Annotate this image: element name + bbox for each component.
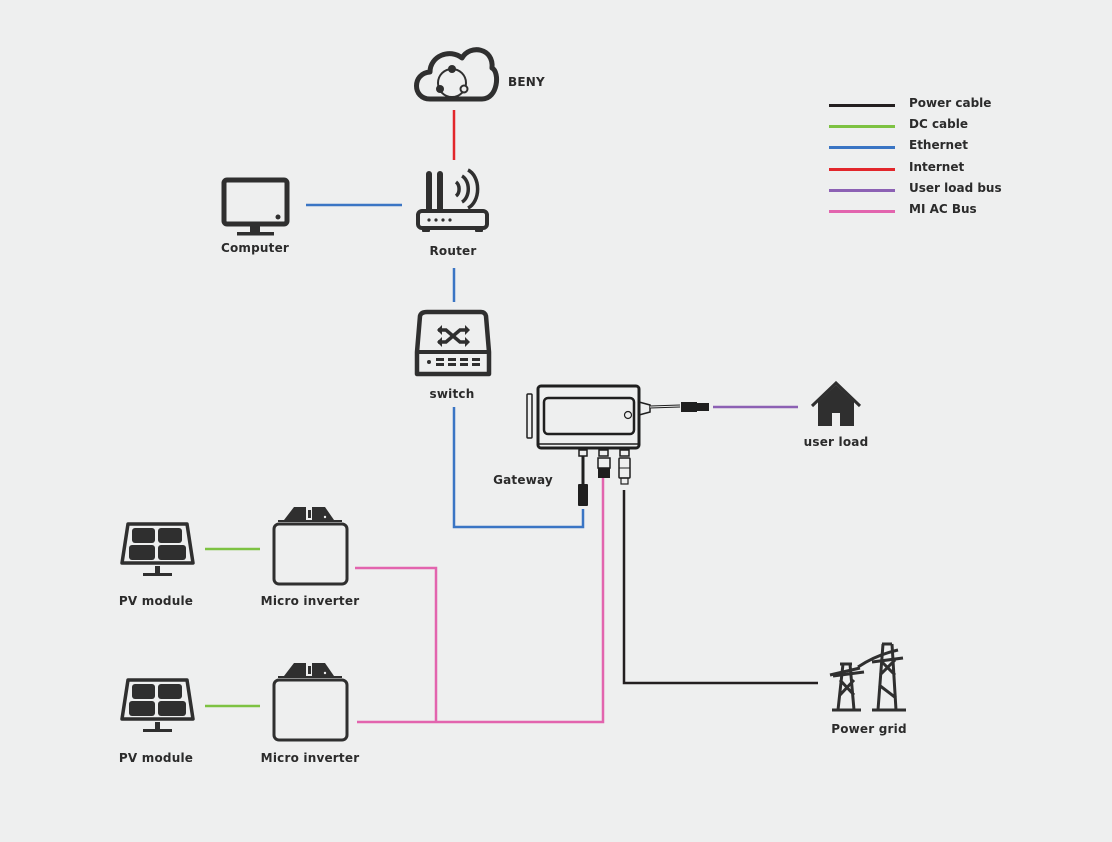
legend-label: Internet xyxy=(909,159,965,174)
transmission-tower-icon xyxy=(829,642,906,712)
legend-label: MI AC Bus xyxy=(909,201,977,216)
computer-label: Computer xyxy=(220,241,290,255)
legend-swatch xyxy=(829,209,895,213)
router-label: Router xyxy=(429,244,477,258)
legend-label: Power cable xyxy=(909,96,992,110)
user-load-label: user load xyxy=(803,435,869,449)
mi-ac-bus-line-1 xyxy=(355,566,438,722)
power-grid-label: Power grid xyxy=(831,722,907,736)
solar-panel-icon xyxy=(120,522,195,576)
micro-inverter-label-2: Micro inverter xyxy=(260,751,360,765)
pv-module-label-2: PV module xyxy=(118,751,194,765)
house-icon xyxy=(810,380,862,426)
legend-swatch xyxy=(829,125,895,129)
pv-module-label-1: PV module xyxy=(118,594,194,608)
legend-swatch xyxy=(829,104,895,107)
ethernet-line-switch-gateway xyxy=(452,407,585,529)
solar-panel-icon xyxy=(120,678,195,732)
micro-inverter-label-1: Micro inverter xyxy=(260,594,360,608)
router-icon xyxy=(416,168,489,232)
monitor-icon xyxy=(221,177,290,236)
mi-ac-bus-line-2 xyxy=(357,478,605,724)
legend-label: Ethernet xyxy=(909,138,968,153)
gateway-icon xyxy=(526,384,709,506)
power-cable-line xyxy=(622,490,818,685)
switch-icon xyxy=(414,309,492,377)
gateway-label: Gateway xyxy=(493,473,553,487)
switch-label: switch xyxy=(429,387,475,401)
legend-swatch xyxy=(829,146,895,150)
micro-inverter-icon xyxy=(272,507,349,586)
legend-swatch xyxy=(829,167,895,171)
cloud-label: BENY xyxy=(508,75,545,89)
legend-label: DC cable xyxy=(909,117,968,132)
cloud-icon xyxy=(414,47,500,102)
legend-label: User load bus xyxy=(909,180,1002,195)
legend-swatch xyxy=(829,188,895,192)
micro-inverter-icon xyxy=(272,663,349,742)
